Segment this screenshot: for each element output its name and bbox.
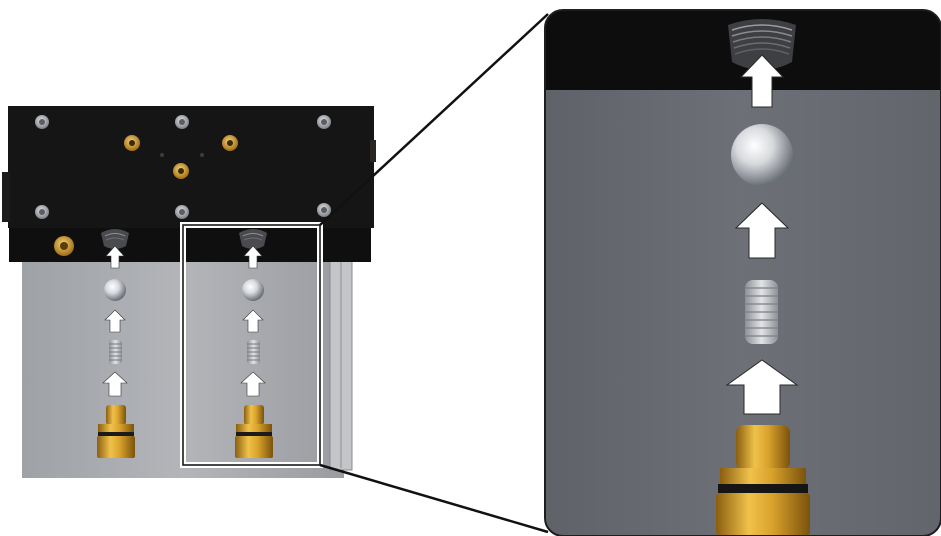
steel-ball [104, 279, 126, 301]
steel-ball [242, 279, 264, 301]
compression-spring [745, 280, 778, 344]
manifold-assembly [2, 106, 376, 478]
zoom-detail-panel [545, 10, 941, 536]
zoom-leader-lines [320, 14, 548, 532]
steel-ball [731, 124, 793, 186]
